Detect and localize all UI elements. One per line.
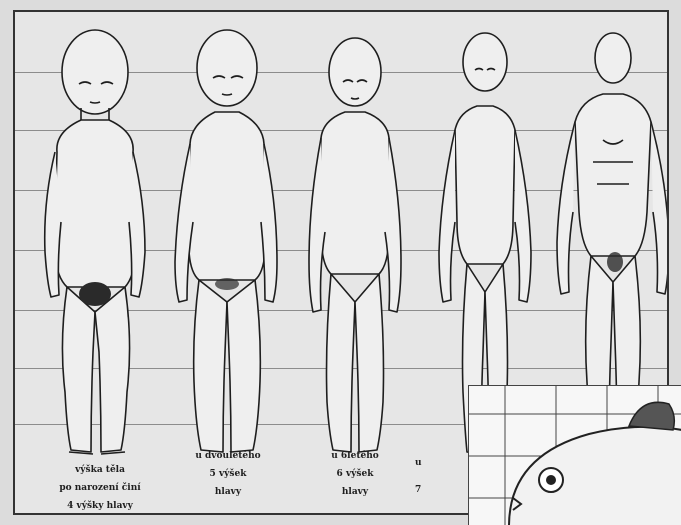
caption-line: po narození činí xyxy=(59,483,140,493)
shading xyxy=(79,282,111,306)
caption-line: 5 výšek xyxy=(210,469,247,479)
caption-line: hlavy xyxy=(215,487,241,497)
figure-six-year-old xyxy=(309,38,401,452)
caption-line: u 6letého xyxy=(331,451,379,461)
caption-line: u dvouletého xyxy=(195,451,260,461)
caption-line: výška těla xyxy=(75,465,125,475)
caption-line: 6 výšek xyxy=(337,469,374,479)
shading xyxy=(607,252,623,272)
fish-drawing xyxy=(469,386,681,525)
shading xyxy=(215,278,239,290)
figure-caption-two-year-old: u dvouletého 5 výšek hlavy xyxy=(173,443,283,497)
caption-line: 7 xyxy=(415,485,421,495)
figure-two-year-old xyxy=(175,30,277,452)
caption-line: 4 výšky hlavy xyxy=(67,501,133,511)
figure-caption-six-year-old: u 6letého 6 výšek hlavy xyxy=(300,443,410,497)
fish-grid-inset xyxy=(468,385,681,525)
figure-caption-newborn: výška těla po narození činí 4 výšky hlav… xyxy=(45,457,155,511)
figure-caption-twelve-year-old: u 7 xyxy=(415,450,475,495)
figure-newborn xyxy=(45,30,145,454)
caption-line: u xyxy=(415,458,422,468)
caption-line: hlavy xyxy=(342,487,368,497)
